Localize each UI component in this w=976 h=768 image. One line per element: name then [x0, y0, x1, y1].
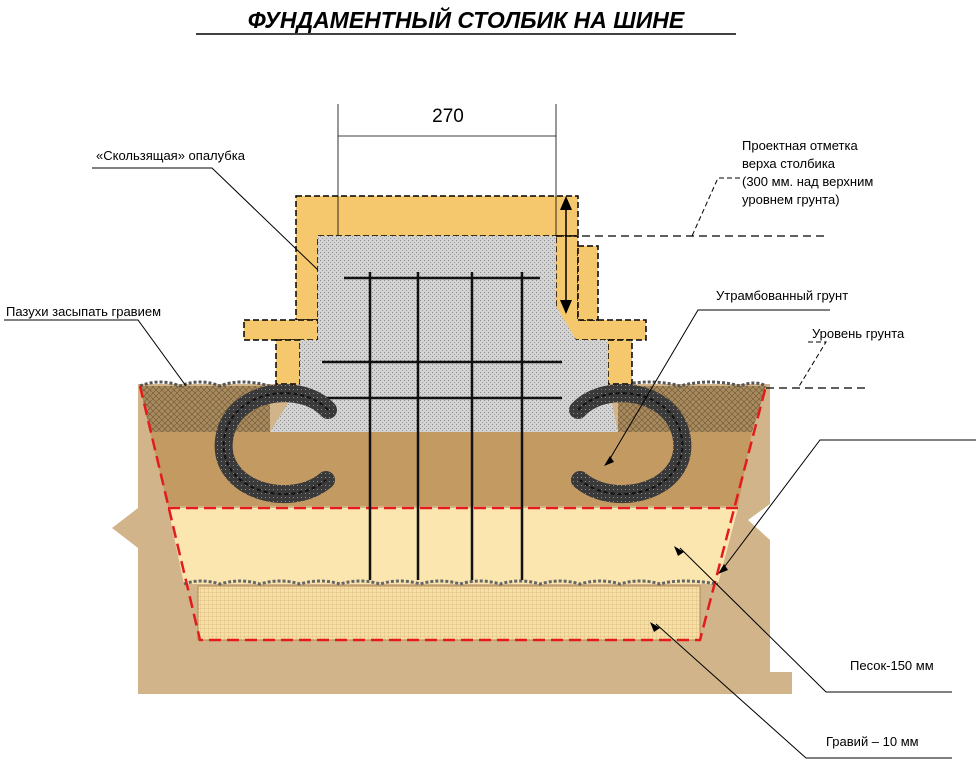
label-compacted-soil: Утрамбованный грунт [716, 288, 848, 303]
label-project-mark-1: Проектная отметка [742, 138, 858, 153]
rebar-cage [322, 272, 562, 580]
tire-right [569, 384, 692, 503]
label-sand: Песок-150 мм [850, 658, 934, 673]
label-ground-level: Уровень грунта [812, 326, 905, 341]
leader-lines [4, 167, 976, 759]
label-project-mark-2: верха столбика [742, 156, 836, 171]
concrete-column [270, 236, 618, 432]
dimension-270 [337, 104, 557, 236]
label-gravel-fill: Пазухи засыпать гравием [6, 304, 161, 319]
label-gravel: Гравий – 10 мм [826, 734, 919, 749]
height-arrow-head-bottom [560, 300, 572, 314]
sand-layer [168, 508, 738, 584]
gravel-surface-right [617, 380, 767, 388]
arrow-sand [674, 546, 684, 556]
arrow-gravel [650, 622, 660, 632]
label-project-mark-4: уровнем грунта) [742, 192, 840, 207]
pit-outline [138, 385, 768, 642]
gravel-top-surface [183, 579, 719, 586]
gravel-layer [197, 585, 701, 641]
arrow-compacted [604, 456, 614, 466]
dimension-label: 270 [432, 106, 464, 127]
diagram-title: ФУНДАМЕНТНЫЙ СТОЛБИК НА ШИНЕ [248, 5, 685, 33]
tire-left [214, 384, 337, 503]
label-formwork: «Скользящая» опалубка [96, 148, 246, 163]
arrow-pit [718, 564, 728, 574]
height-arrow-head-top [560, 196, 572, 210]
gravel-surface-left [139, 380, 271, 388]
label-project-mark-3: (300 мм. над верхним [742, 174, 873, 189]
